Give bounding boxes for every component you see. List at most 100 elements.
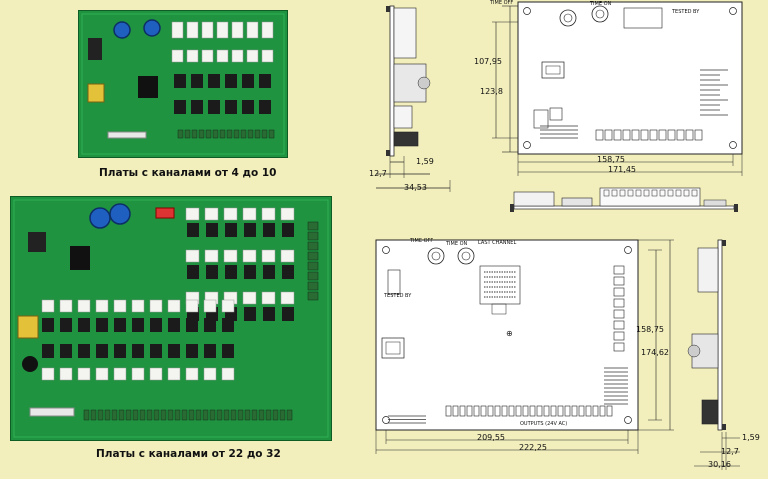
optocoupler	[185, 207, 200, 221]
optocoupler	[261, 207, 276, 221]
dim-top-side-thick: 1,59	[416, 157, 434, 166]
potentiometer	[113, 21, 131, 39]
optocoupler	[204, 249, 219, 263]
terminal-screw	[254, 129, 261, 139]
transformer	[87, 83, 105, 103]
terminal-screw	[649, 129, 658, 141]
terminal-screw	[286, 409, 293, 421]
bottom-label-tested-by: TESTED BY	[384, 293, 412, 299]
triac	[204, 344, 216, 358]
triac	[78, 344, 90, 358]
optocoupler	[231, 21, 244, 39]
terminal-screw	[188, 409, 195, 421]
terminal-screw	[307, 291, 319, 301]
large-board-photo	[10, 196, 332, 441]
optocoupler	[185, 367, 199, 381]
triac	[222, 318, 234, 332]
terminal-screw	[307, 271, 319, 281]
optocoupler	[77, 299, 91, 313]
optocoupler	[171, 49, 184, 63]
optocoupler	[203, 299, 217, 313]
triac	[259, 74, 271, 88]
capacitor	[22, 356, 38, 372]
terminal-screw	[247, 129, 254, 139]
terminal-screw	[265, 409, 272, 421]
terminal-screw	[237, 409, 244, 421]
triac	[168, 318, 180, 332]
top-label-time-off: TIME OFF	[490, 0, 514, 6]
terminal-screw	[522, 405, 529, 417]
terminal-screw	[452, 405, 459, 417]
optocoupler	[95, 299, 109, 313]
triac	[96, 318, 108, 332]
terminal-screw	[543, 405, 550, 417]
triac	[150, 318, 162, 332]
optocoupler	[203, 367, 217, 381]
terminal-screw	[613, 298, 625, 308]
triac	[186, 344, 198, 358]
fuse	[107, 131, 147, 139]
terminal-screw	[184, 129, 191, 139]
chip	[138, 76, 158, 98]
terminal-screw	[307, 261, 319, 271]
optocoupler	[201, 49, 214, 63]
optocoupler	[280, 249, 295, 263]
terminal-block	[88, 38, 102, 60]
terminal-screw	[494, 405, 501, 417]
triac	[263, 307, 275, 321]
terminal-screw	[226, 129, 233, 139]
terminal-screw	[613, 331, 625, 341]
terminal-screw	[230, 409, 237, 421]
small-board-caption: Платы с каналами от 4 до 10	[99, 167, 277, 179]
terminal-screw	[487, 405, 494, 417]
bottom-label-time-off: TIME OFF	[410, 238, 434, 244]
potentiometer	[109, 203, 131, 225]
terminal-screw	[268, 129, 275, 139]
triac	[168, 344, 180, 358]
optocoupler	[131, 367, 145, 381]
terminal-screw	[613, 276, 625, 286]
optocoupler	[231, 49, 244, 63]
triac	[150, 344, 162, 358]
triac	[282, 307, 294, 321]
triac	[208, 74, 220, 88]
terminal-screw	[557, 405, 564, 417]
transformer	[17, 315, 39, 339]
top-board-drawing	[492, 1, 743, 176]
terminal-screw	[658, 129, 667, 141]
optocoupler	[59, 299, 73, 313]
optocoupler	[223, 249, 238, 263]
terminal-screw	[177, 129, 184, 139]
triac	[191, 74, 203, 88]
optocoupler	[280, 207, 295, 221]
terminal-screw	[480, 405, 487, 417]
triac	[282, 223, 294, 237]
optocoupler	[221, 367, 235, 381]
terminal-screw	[595, 129, 604, 141]
terminal-screw	[174, 409, 181, 421]
bottom-label-last-channel: LAST CHANNEL	[478, 240, 517, 246]
terminal-screw	[578, 405, 585, 417]
top-label-tested-by: TESTED BY	[672, 9, 700, 15]
dim-top-side-total: 34,53	[404, 183, 427, 192]
terminal-screw	[111, 409, 118, 421]
terminal-screw	[307, 281, 319, 291]
triac	[60, 344, 72, 358]
terminal-screw	[640, 129, 649, 141]
terminal-screw	[659, 189, 666, 197]
triac	[42, 318, 54, 332]
triac	[225, 74, 237, 88]
terminal-screw	[473, 405, 480, 417]
terminal-screw	[508, 405, 515, 417]
dim-bottom-side-thick: 1,59	[742, 433, 760, 442]
terminal-screw	[592, 405, 599, 417]
terminal-screw	[90, 409, 97, 421]
terminal-screw	[613, 265, 625, 275]
triac	[242, 74, 254, 88]
terminal-screw	[307, 251, 319, 261]
terminal-screw	[261, 129, 268, 139]
terminal-screw	[251, 409, 258, 421]
terminal-screw	[146, 409, 153, 421]
terminal-screw	[195, 409, 202, 421]
triac	[222, 344, 234, 358]
